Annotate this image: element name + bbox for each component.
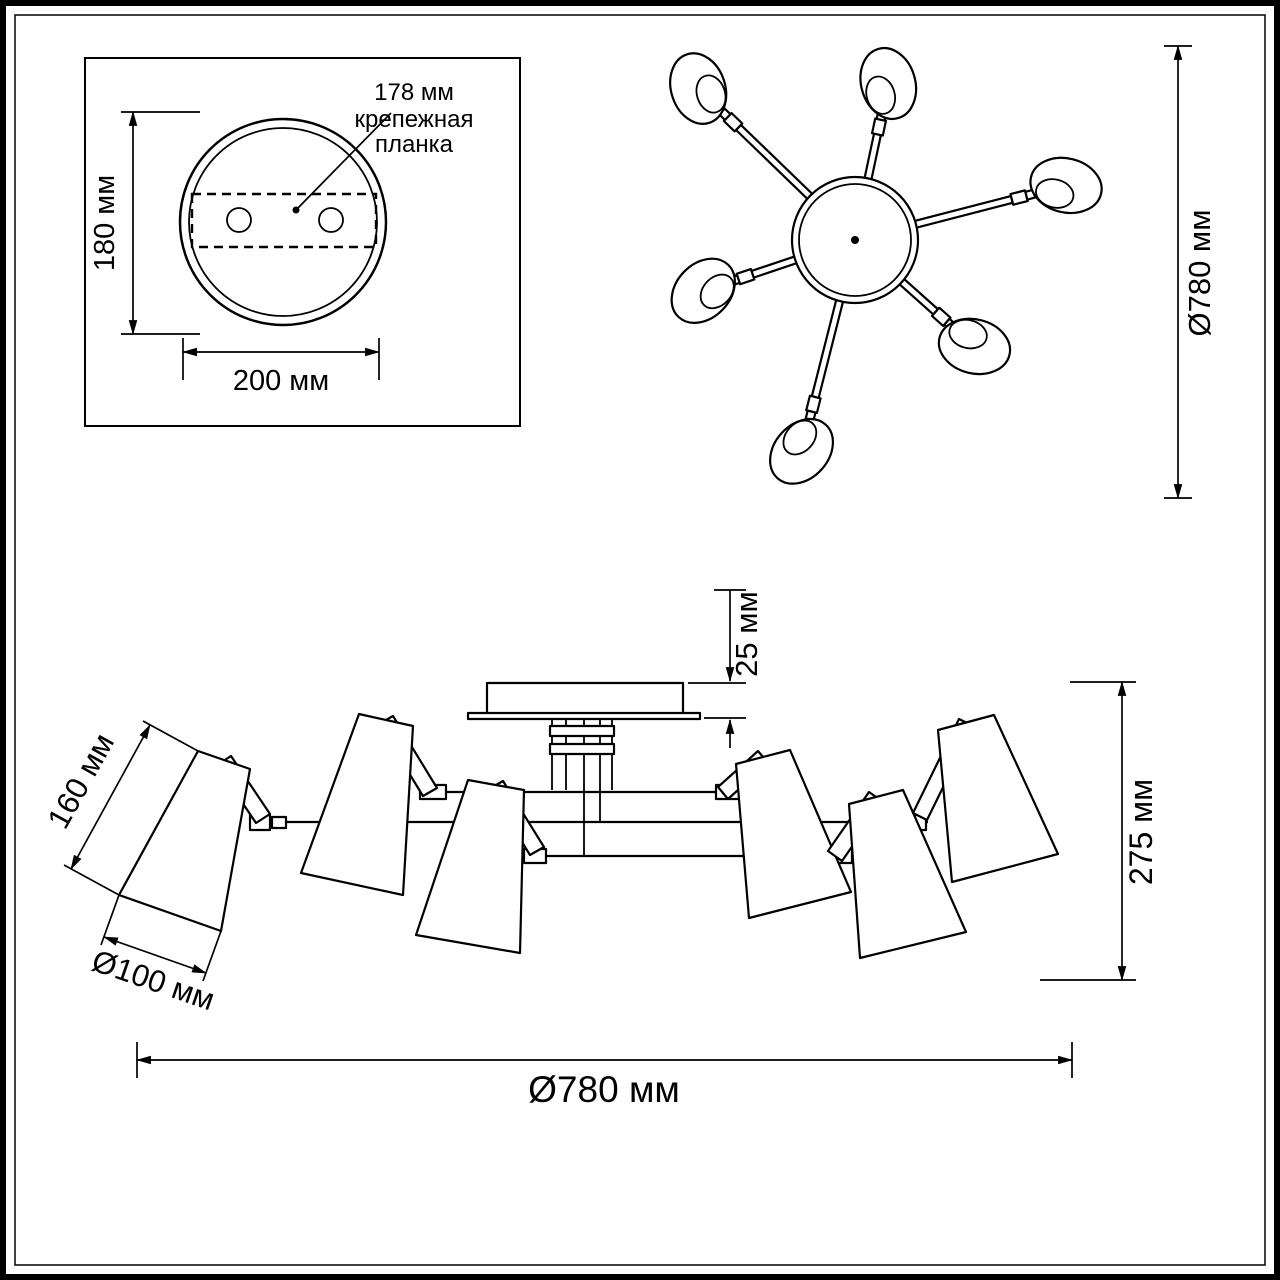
leader-line (295, 112, 392, 211)
chandelier-side-view: 25 мм 160 мм Ø100 мм 275 мм (41, 589, 1159, 1110)
dim-200: 200 мм (181, 338, 381, 397)
stem (548, 719, 616, 856)
bolt-hole-right (318, 207, 344, 233)
plate-label-line1: крепежная (355, 106, 474, 133)
dim-275: 275 мм (1040, 680, 1159, 982)
arm-2 (859, 46, 918, 182)
shade-1 (117, 749, 272, 933)
arm-1 (913, 156, 1103, 229)
plate-label-line2: планка (375, 131, 454, 158)
mounting-plate-dashed (190, 192, 378, 249)
shade-2 (299, 712, 439, 897)
dim-275-label: 275 мм (1123, 779, 1159, 885)
dim-780-bottom-label: Ø780 мм (528, 1069, 680, 1110)
shade-top-4 (937, 317, 1012, 376)
chandelier-top-view: Ø780 мм (669, 44, 1217, 500)
canopy-top-view-inner (798, 183, 912, 297)
dim-180: 180 мм (89, 110, 200, 336)
dim-200-label: 200 мм (233, 365, 329, 397)
shade-4 (716, 748, 853, 920)
dim-25: 25 мм (688, 589, 764, 748)
arm-6 (670, 255, 799, 324)
shade-top-2 (859, 46, 918, 120)
shade-6 (911, 713, 1060, 884)
canopy (485, 681, 685, 716)
dim-780-top-label: Ø780 мм (1182, 209, 1217, 336)
ceiling-plate (466, 711, 702, 721)
mounting-base-outer-circle (178, 117, 388, 327)
shade-top-5 (769, 417, 835, 485)
shade-top-6 (670, 257, 736, 324)
dim-180-label: 180 мм (89, 175, 121, 271)
arm-4 (897, 277, 1012, 376)
arm-5 (769, 298, 845, 485)
dim-160-label: 160 мм (41, 727, 122, 834)
mounting-plate-detail: 178 мм крепежная планка 180 мм 200 мм (84, 57, 521, 427)
shade-3 (414, 778, 546, 955)
shade-5 (826, 788, 968, 960)
shade-top-3 (669, 52, 728, 125)
dim-178-label: 178 мм (374, 79, 454, 106)
canopy-center-dot (851, 236, 859, 244)
dim-780-bottom: Ø780 мм (135, 1042, 1074, 1110)
detail-box (84, 57, 521, 427)
arm-3 (669, 52, 814, 201)
bolt-hole-left (226, 207, 252, 233)
dim-780-top: Ø780 мм (1164, 44, 1217, 500)
dim-25-label: 25 мм (729, 591, 764, 677)
